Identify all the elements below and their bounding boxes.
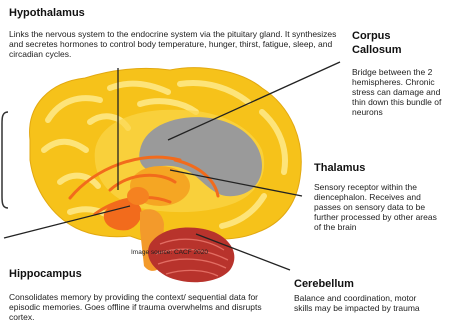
corpus-callosum-description: Bridge between the 2 hemispheres. Chroni… xyxy=(352,67,448,117)
image-credit: Image source: CACF 2020 xyxy=(131,249,208,256)
thalamus-title: Thalamus xyxy=(314,162,365,174)
hypothalamus-description: Links the nervous system to the endocrin… xyxy=(9,29,344,59)
thalamus-description: Sensory receptor within the diencephalon… xyxy=(314,182,446,232)
hypothalamus-title: Hypothalamus xyxy=(9,7,85,19)
corpus-callosum-title-1: Corpus xyxy=(352,30,391,42)
cerebellum-description: Balance and coordination, motor skills m… xyxy=(294,293,434,313)
amygdala-shape xyxy=(127,187,149,205)
hippocampus-description: Consolidates memory by providing the con… xyxy=(9,292,277,322)
left-bracket xyxy=(2,112,8,208)
cerebellum-title: Cerebellum xyxy=(294,278,354,290)
hippocampus-title: Hippocampus xyxy=(9,268,82,280)
corpus-callosum-title-2: Callosum xyxy=(352,44,402,56)
